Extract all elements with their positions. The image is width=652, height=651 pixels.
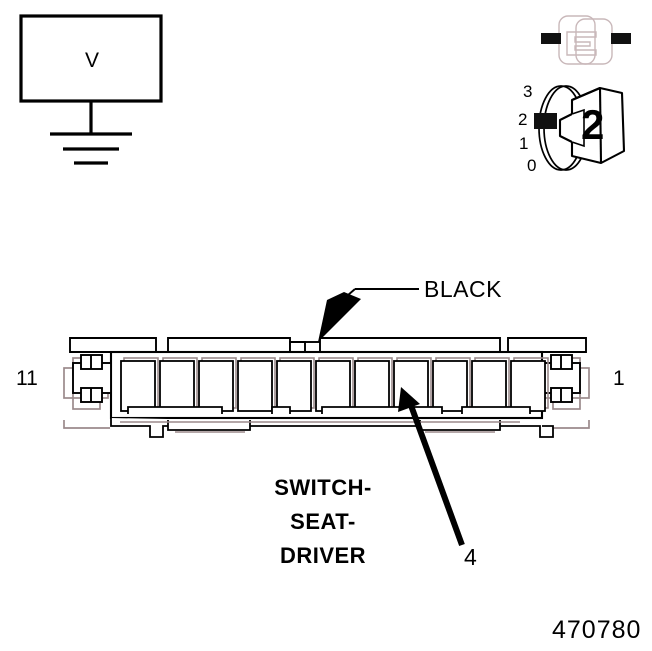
connector-body — [63, 337, 590, 438]
dial-scale-label-1: 1 — [519, 134, 529, 153]
dial-scale-label-3: 3 — [523, 82, 533, 101]
pin-number-right: 1 — [613, 367, 625, 390]
connector-name-line-1: SWITCH- — [274, 475, 372, 500]
rotary-dial-selector — [534, 85, 626, 171]
pin-cavity — [432, 360, 468, 412]
pin-cavity — [237, 360, 273, 412]
pin-cavity-group — [120, 357, 549, 412]
arrowhead-pin4 — [398, 387, 420, 412]
pin-cavity — [120, 360, 156, 412]
ground-symbol — [50, 132, 132, 165]
pin-cavity — [315, 360, 351, 412]
pin-cavity — [276, 360, 312, 412]
dial-scale-label-2: 2 — [518, 110, 528, 129]
connector-color-label: BLACK — [424, 276, 502, 302]
connector-name-line-3: DRIVER — [279, 543, 367, 568]
callout-pin-number: 4 — [464, 544, 477, 570]
dial-position-marker — [534, 113, 557, 129]
probe-terminal-icon — [541, 15, 631, 65]
voltmeter-symbol — [19, 14, 163, 165]
pin-cavity — [198, 360, 234, 412]
callout-black-leader — [318, 288, 419, 342]
dial-selected-value: 2 — [581, 101, 605, 148]
voltmeter-label: V — [85, 49, 100, 72]
pin-cavity — [354, 360, 390, 412]
pin-cavity — [471, 360, 507, 412]
dial-scale-label-0: 0 — [527, 156, 537, 175]
connector-name-line-2: SEAT- — [290, 509, 356, 534]
pin-number-left: 11 — [16, 367, 38, 390]
pin-cavity — [510, 360, 546, 412]
callout-pin4-leader — [398, 387, 465, 547]
arrowhead-black — [318, 292, 361, 342]
part-number: 470780 — [552, 616, 642, 644]
pin-cavity — [159, 360, 195, 412]
